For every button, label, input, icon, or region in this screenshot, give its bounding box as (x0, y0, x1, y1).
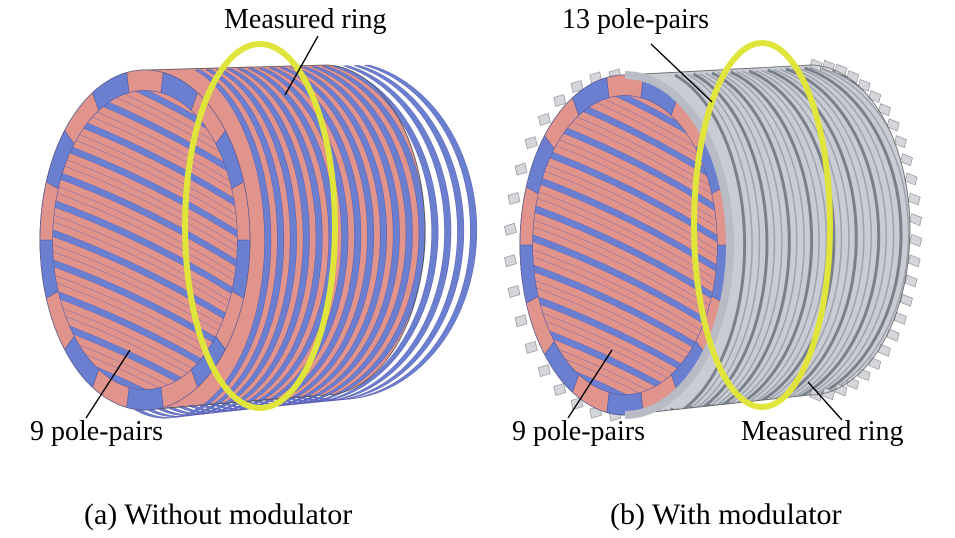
panel-b-modulator-tooth (507, 285, 521, 298)
panel-a-inner-stripe (52, 284, 238, 390)
panel-a-stripe (219, 67, 375, 409)
panel-a-stripe (293, 65, 465, 402)
panel-b-modulator-tooth (907, 192, 921, 206)
panel-b-inner-stripe (532, 169, 718, 288)
panel-b-modulator-tooth (868, 357, 882, 370)
panel-a-stripe (251, 66, 413, 406)
panel-a-inner-stripe (52, 164, 238, 283)
panel-a-stripe (272, 65, 439, 404)
panel-b-modulator-tooth (904, 274, 918, 288)
panel-b-inner-stripe (532, 229, 718, 348)
panel-b-inner-stripe (532, 259, 718, 378)
panel-b-modulator-tooth (514, 314, 528, 328)
panel-b-modulator-tooth (907, 254, 921, 268)
panel-b-inner-stripe (532, 274, 718, 393)
panel-b-modulator-tooth (504, 222, 517, 236)
panel-b-inner-stripe (532, 214, 718, 333)
panel-a-leader-ring (284, 35, 319, 96)
panel-b-modulator-groove (620, 74, 753, 415)
panel-a-leader-poles (85, 349, 131, 419)
panel-b-modulator-tooth (846, 70, 860, 84)
panel-b-modulator-tooth (514, 162, 528, 176)
panel-b-modulator-groove (639, 73, 776, 415)
panel-b-modulator-tooth (507, 192, 521, 205)
panel-a-measured-ring (182, 41, 338, 411)
panel-b-modulator-tooth (504, 254, 517, 268)
panel-b-modulator-tooth (868, 90, 882, 103)
panel-b-modulator-tooth (834, 383, 848, 397)
panel-a-inner-stripe (52, 194, 238, 313)
panel-b-modulator-tooth (900, 293, 913, 307)
panel-b-modulator-tooth (857, 368, 871, 382)
panel-b-modulator-groove (626, 73, 761, 415)
panel-a-inner-stripe (52, 269, 238, 388)
panel-a-stripe (209, 67, 362, 411)
panel-b-leader-ring (807, 381, 843, 421)
panel-a-rim-segment (126, 386, 164, 411)
panel-b-modulator-tooth (537, 364, 551, 377)
panel-b-inner-stripe (532, 289, 718, 395)
panel-b-modulator-tooth (909, 233, 923, 247)
panel-b-modulator-tooth (537, 113, 551, 126)
panel-b-modulator-tooth (834, 63, 848, 77)
panel-a-inner-stripe (52, 224, 238, 343)
panel-b-modulator-tooth (553, 94, 567, 107)
panel-a-stripe (262, 66, 426, 405)
panel-b-modulator-tooth (894, 135, 907, 149)
panel-b-modulator-groove (632, 72, 769, 415)
panel-b-measured-ring (691, 40, 833, 410)
panel-b-modulator-front-edge (624, 71, 734, 419)
panel-b-inner-stripe (532, 184, 718, 303)
panel-b-modulator-groove (614, 73, 747, 415)
panel-b-modulator-tooth (904, 172, 918, 186)
panel-a-stripe (240, 66, 400, 407)
panel-a-inner-stripe (52, 209, 238, 328)
label-measured-ring-b: Measured ring (741, 416, 904, 447)
panel-b-modulator-tooth (878, 103, 891, 117)
panel-b-leader-9poles (567, 349, 613, 419)
panel-b-modulator-tooth (822, 59, 835, 73)
panel-b-modulator-groove (645, 72, 783, 415)
panel-a-rim-segment (126, 69, 164, 94)
panel-a-inner-stripe (52, 254, 238, 373)
panel-b-modulator-tooth (878, 343, 891, 357)
caption-a: (a) Without modulator (84, 498, 353, 531)
panel-b-modulator-tooth (886, 118, 900, 132)
panel-b-modulator-tooth (524, 136, 538, 149)
panel-b-modulator-tooth (900, 153, 913, 167)
panel-b-modulator-tooth (553, 383, 567, 396)
panel-a-stripe (198, 67, 349, 412)
panel-b-modulator-tooth (570, 80, 584, 93)
panel-a-stripe (176, 68, 323, 414)
label-9-pole-pairs-b: 9 pole-pairs (512, 416, 645, 447)
panel-b-leader-13poles (650, 43, 713, 103)
panel-a-stripe (186, 68, 336, 413)
panel-a-stripe (304, 64, 478, 401)
label-measured-ring-a: Measured ring (224, 4, 387, 35)
panel-a-inner-stripe (52, 179, 238, 298)
panel-a-stripe (165, 68, 310, 415)
panel-b-modulator-tooth (822, 387, 835, 401)
label-9-pole-pairs-a: 9 pole-pairs (30, 416, 163, 447)
panel-b-inner-stripe (532, 244, 718, 363)
label-13-pole-pairs-b: 13 pole-pairs (562, 4, 709, 35)
panel-a-rim-segment (231, 181, 251, 241)
caption-b: (b) With modulator (610, 498, 842, 531)
panel-b-modulator-tooth (909, 213, 923, 227)
panel-a-inner-stripe (52, 239, 238, 358)
panel-b-modulator-tooth (524, 341, 538, 354)
panel-b-inner-stripe (532, 199, 718, 318)
